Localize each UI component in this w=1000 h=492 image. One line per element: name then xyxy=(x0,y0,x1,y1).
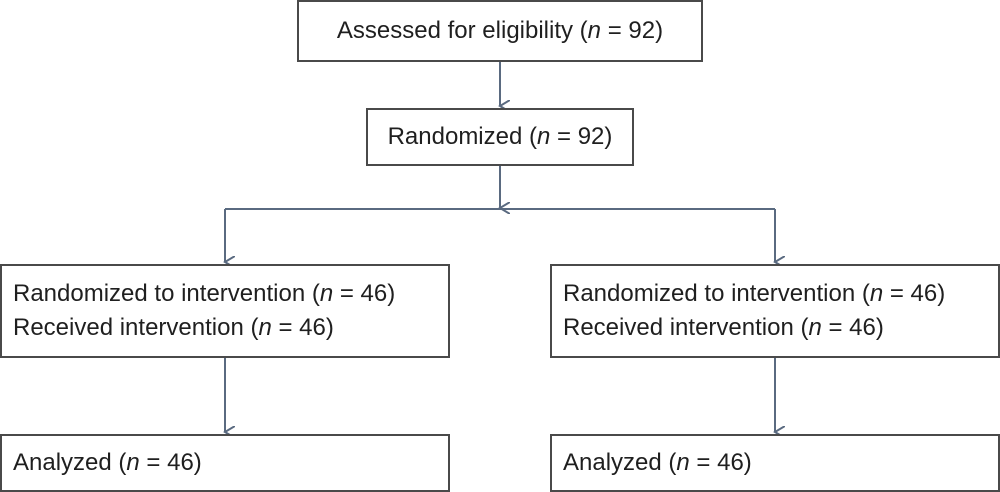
left-analyzed-text: Analyzed (n = 46) xyxy=(13,449,202,476)
right-intervention-box: Randomized to intervention (n = 46) Rece… xyxy=(550,264,1000,358)
left-received-line: Received intervention (n = 46) xyxy=(13,314,334,341)
randomized-text: Randomized (n = 92) xyxy=(387,123,613,150)
left-intervention-box: Randomized to intervention (n = 46) Rece… xyxy=(0,264,450,358)
right-received-line: Received intervention (n = 46) xyxy=(563,314,884,341)
right-randomized-line: Randomized to intervention (n = 46) xyxy=(563,280,946,307)
left-randomized-line: Randomized to intervention (n = 46) xyxy=(13,280,396,307)
assessed-text: Assessed for eligibility (n = 92) xyxy=(336,17,664,44)
right-analyzed-box: Analyzed (n = 46) xyxy=(550,434,1000,492)
assessed-box: Assessed for eligibility (n = 92) xyxy=(297,0,703,62)
right-analyzed-text: Analyzed (n = 46) xyxy=(563,449,752,476)
randomized-box: Randomized (n = 92) xyxy=(366,108,634,166)
left-analyzed-box: Analyzed (n = 46) xyxy=(0,434,450,492)
